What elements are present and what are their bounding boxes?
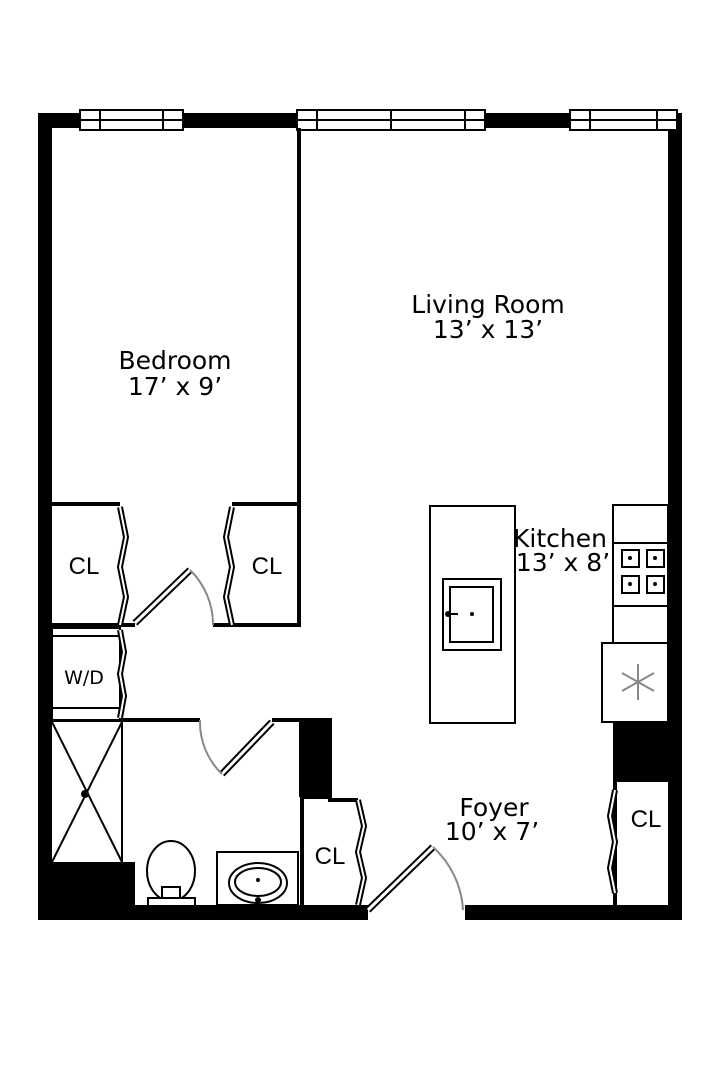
bathroom-door[interactable] — [198, 719, 275, 777]
bifold-door-bedroom-right-closet — [222, 506, 236, 626]
interior-walls — [40, 128, 668, 907]
closet-label-bathroom: CL — [315, 843, 346, 870]
closet-label-bedroom-right: CL — [252, 553, 283, 580]
bifold-door-bath-closet — [354, 799, 368, 906]
bifold-door-foyer-closet — [606, 789, 619, 894]
bifold-door-bedroom-left-closet — [116, 506, 130, 626]
window-living-room — [296, 109, 486, 131]
window-bedroom — [79, 109, 184, 131]
closet-label-bedroom-left: CL — [69, 553, 100, 580]
bedroom-name: Bedroom — [118, 346, 231, 375]
foyer-size: 10’ x 7’ — [445, 817, 539, 846]
toilet — [146, 840, 196, 907]
window-living-room-right — [569, 109, 678, 131]
washer-dryer: W/D — [51, 627, 121, 721]
bedroom-door[interactable] — [132, 567, 215, 626]
living-room-name: Living Room — [411, 290, 564, 319]
shower — [51, 721, 123, 863]
closet-label-foyer: CL — [631, 806, 662, 833]
bifold-doors[interactable] — [116, 506, 619, 906]
stove — [612, 542, 669, 607]
exterior-walls — [38, 113, 682, 920]
kitchen-island — [429, 505, 516, 724]
refrigerator — [601, 642, 669, 723]
wd-label: W/D — [64, 667, 104, 689]
foyer-name: Foyer — [459, 793, 529, 822]
kitchen-size: 13’ x 8’ — [516, 548, 610, 577]
bifold-door-wd — [116, 629, 128, 719]
entry-door[interactable] — [365, 844, 464, 913]
bathroom-vanity — [216, 851, 299, 906]
windows — [79, 109, 678, 131]
snowflake-icon — [621, 664, 655, 700]
kitchen-name: Kitchen — [513, 524, 607, 553]
living-room-size: 13’ x 13’ — [433, 315, 543, 344]
bedroom-size: 17’ x 9’ — [128, 372, 222, 401]
